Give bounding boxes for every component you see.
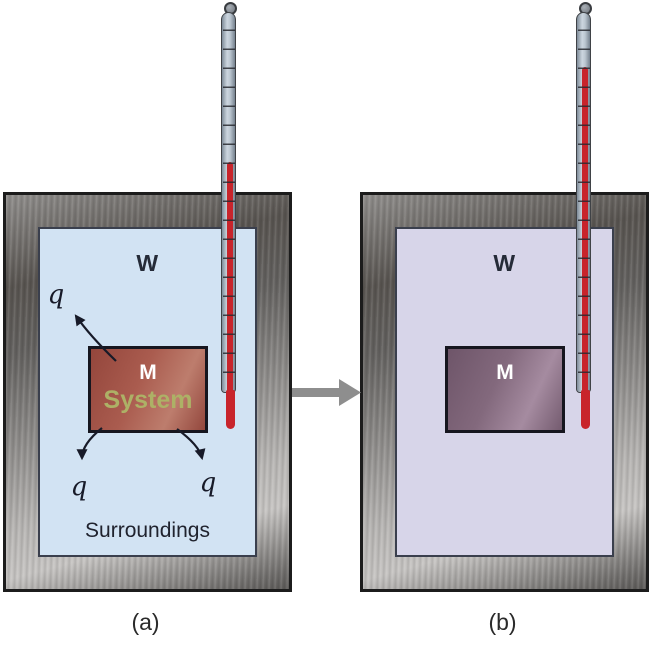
water-label: W — [493, 250, 516, 276]
system-block-a: M System — [88, 346, 208, 433]
transition-right-arrow-icon — [292, 379, 361, 406]
thermometer-b — [575, 2, 595, 432]
water-region-a: W M System Surroundings — [38, 227, 257, 557]
system-block-label: M — [139, 361, 157, 384]
heat-q-label-bottom-left: q — [70, 472, 88, 502]
water-label: W — [136, 250, 159, 276]
caption-b: (b) — [488, 609, 517, 635]
thermometer-scale-ticks — [577, 12, 590, 388]
thermometer-bulb-tip — [580, 390, 590, 429]
thermometer-bulb-tip — [225, 390, 235, 429]
insulated-container-a: W M System Surroundings — [3, 192, 292, 592]
surroundings-text: Surroundings — [85, 519, 210, 542]
heat-q-label-top-left: q — [47, 280, 65, 310]
heat-q-label-bottom-right: q — [199, 468, 217, 498]
system-block-label: M — [496, 361, 514, 384]
caption-a: (a) — [131, 609, 160, 635]
system-block-b: M — [445, 346, 565, 433]
thermometer-a — [220, 2, 240, 432]
system-text: System — [103, 386, 193, 414]
insulated-container-b: W M — [360, 192, 649, 592]
thermometer-scale-ticks — [222, 12, 235, 388]
